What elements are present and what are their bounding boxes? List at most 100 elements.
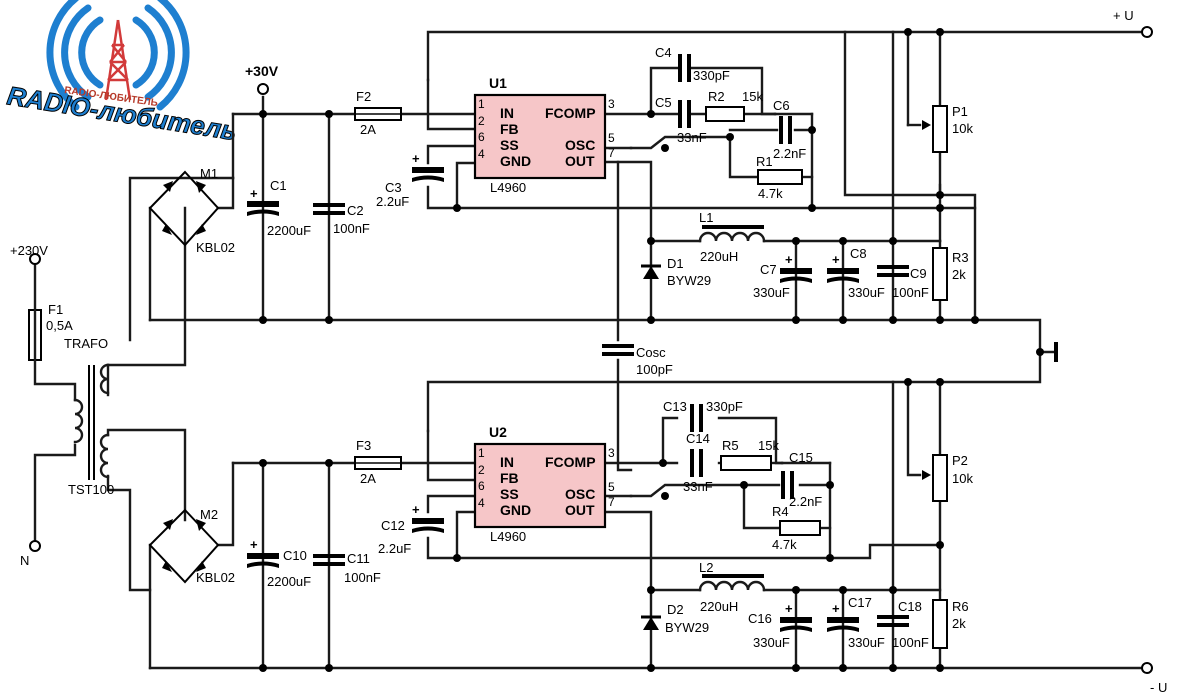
- ic-u2-pin-num-4: 4: [478, 496, 485, 510]
- transformer-part: TST100: [68, 482, 114, 497]
- capacitor-c8-value: 330uF: [848, 285, 885, 300]
- resistor-r4: R4 4.7k: [772, 504, 821, 552]
- ic-u1-ref: U1: [489, 75, 507, 91]
- resistor-r1: R1 4.7k: [756, 154, 803, 201]
- capacitor-c4-value: 330pF: [693, 68, 730, 83]
- bridge-m1-part: KBL02: [196, 240, 235, 255]
- resistor-r1-value: 4.7k: [758, 186, 783, 201]
- terminal-minus-u-label: - U: [1150, 680, 1167, 695]
- ic-u1-pin-out: OUT: [565, 153, 595, 169]
- ic-u1-pin-num-5: 5: [608, 131, 615, 145]
- capacitor-c9-name: C9: [910, 266, 927, 281]
- resistor-r2-value: 15k: [742, 89, 763, 104]
- ic-u1-pin-osc: OSC: [565, 137, 595, 153]
- wiring: [33, 30, 1145, 670]
- ic-u1-pin-fcomp: FCOMP: [545, 105, 596, 121]
- capacitor-c11-name: C11: [347, 551, 370, 566]
- capacitor-c4: C4 330pF: [655, 45, 730, 83]
- ic-u2-pin-num-7: 7: [608, 495, 615, 509]
- capacitor-c16-value: 330uF: [753, 635, 790, 650]
- terminal-plus30: +30V: [245, 63, 279, 95]
- svg-text:+: +: [250, 537, 258, 552]
- capacitor-c15-name: C15: [789, 450, 813, 465]
- potentiometer-p1-value: 10k: [952, 121, 973, 136]
- capacitor-c6-name: C6: [773, 98, 790, 113]
- capacitor-c2: C2 100nF: [313, 203, 370, 236]
- capacitor-c11-value: 100nF: [344, 570, 381, 585]
- ic-u1-part: L4960: [490, 180, 526, 195]
- ic-u1-pin-ss: SS: [500, 137, 519, 153]
- svg-text:+: +: [250, 186, 258, 201]
- ic-u1: U1 L4960 IN FB SS GND FCOMP OSC OUT 1 2 …: [473, 75, 615, 195]
- capacitor-c15-value: 2.2nF: [789, 494, 822, 509]
- bridge-m2: M2 KBL02: [148, 507, 235, 585]
- ic-u2-pin-out: OUT: [565, 502, 595, 518]
- capacitor-c10-name: C10: [283, 548, 307, 563]
- capacitor-c17-value: 330uF: [848, 635, 885, 650]
- inductor-l2: L2 220uH: [698, 560, 766, 614]
- fuse-f1-value: 0,5A: [46, 318, 73, 333]
- capacitor-c9-value: 100nF: [892, 285, 929, 300]
- resistor-r3-value: 2k: [952, 267, 966, 282]
- inductor-l2-name: L2: [699, 560, 713, 575]
- capacitor-c12-name: C12: [381, 518, 405, 533]
- capacitor-c5-name: C5: [655, 95, 672, 110]
- capacitor-c18: C18 100nF: [877, 599, 929, 650]
- inductor-l1-value: 220uH: [700, 249, 738, 264]
- resistor-r6-value: 2k: [952, 616, 966, 631]
- capacitor-c10-value: 2200uF: [267, 574, 311, 589]
- potentiometer-p1: P1 10k: [922, 104, 973, 153]
- capacitor-c14-name: C14: [686, 431, 710, 446]
- inductor-l1-name: L1: [699, 210, 713, 225]
- terminal-mains: +230V: [10, 243, 48, 265]
- transformer: TRAFO TST100: [64, 336, 114, 497]
- capacitor-c8: + C8 330uF: [827, 246, 885, 300]
- bridge-m1: M1 KBL02: [148, 166, 235, 255]
- resistor-r5-value: 15k: [758, 438, 779, 453]
- capacitor-c10: + C10 2200uF: [247, 537, 311, 589]
- ic-u1-pin-num-2: 2: [478, 114, 485, 128]
- terminal-plus30-label: +30V: [245, 63, 279, 79]
- capacitor-c13-value: 330pF: [706, 399, 743, 414]
- resistor-r1-name: R1: [756, 154, 773, 169]
- ic-u2: U2 L4960 IN FB SS GND FCOMP OSC OUT 1 2 …: [473, 424, 615, 544]
- fuse-f2-value: 2A: [360, 122, 376, 137]
- ic-u1-pin-num-7: 7: [608, 146, 615, 160]
- logo: RADIO-ЛЮБИТЕЛЬ RADIO-любитель: [5, 0, 239, 147]
- fuse-f2: F2 2A: [354, 89, 402, 137]
- bridge-m2-name: M2: [200, 507, 218, 522]
- ic-u2-pin-fcomp: FCOMP: [545, 454, 596, 470]
- logo-brand-text: RADIO-любитель: [5, 80, 239, 146]
- ic-u2-pin-ss: SS: [500, 486, 519, 502]
- capacitor-c11: C11 100nF: [313, 551, 381, 585]
- ic-u2-part: L4960: [490, 529, 526, 544]
- ic-u1-pin-in: IN: [500, 105, 514, 121]
- resistor-r5-name: R5: [722, 438, 739, 453]
- bridge-m2-part: KBL02: [196, 570, 235, 585]
- ic-u2-pin-in: IN: [500, 454, 514, 470]
- capacitor-c5: C5 33nF: [655, 95, 707, 145]
- antenna-tower-icon: [104, 19, 132, 101]
- transformer-name: TRAFO: [64, 336, 108, 351]
- capacitor-c2-name: C2: [347, 203, 364, 218]
- resistor-r3: R3 2k: [932, 247, 969, 301]
- resistor-r5: R5 15k: [720, 438, 779, 471]
- svg-text:+: +: [412, 151, 420, 166]
- ic-u1-pin-num-3: 3: [608, 97, 615, 111]
- capacitor-c3-name: C3: [385, 180, 402, 195]
- capacitor-c4-name: C4: [655, 45, 672, 60]
- ic-u2-pin-num-6: 6: [478, 479, 485, 493]
- capacitor-c16: + C16 330uF: [748, 601, 812, 650]
- ic-u1-pin-num-4: 4: [478, 147, 485, 161]
- capacitor-c2-value: 100nF: [333, 221, 370, 236]
- resistor-r6: R6 2k: [932, 599, 969, 649]
- fuse-f3-value: 2A: [360, 471, 376, 486]
- resistor-r2-name: R2: [708, 89, 725, 104]
- ic-u2-pin-osc: OSC: [565, 486, 595, 502]
- ic-u2-pin-num-3: 3: [608, 446, 615, 460]
- ic-u1-pin-gnd: GND: [500, 153, 531, 169]
- fuse-f2-name: F2: [356, 89, 371, 104]
- svg-text:+: +: [412, 502, 420, 517]
- capacitor-c1: + C1 2200uF: [247, 178, 311, 238]
- ic-u2-ref: U2: [489, 424, 507, 440]
